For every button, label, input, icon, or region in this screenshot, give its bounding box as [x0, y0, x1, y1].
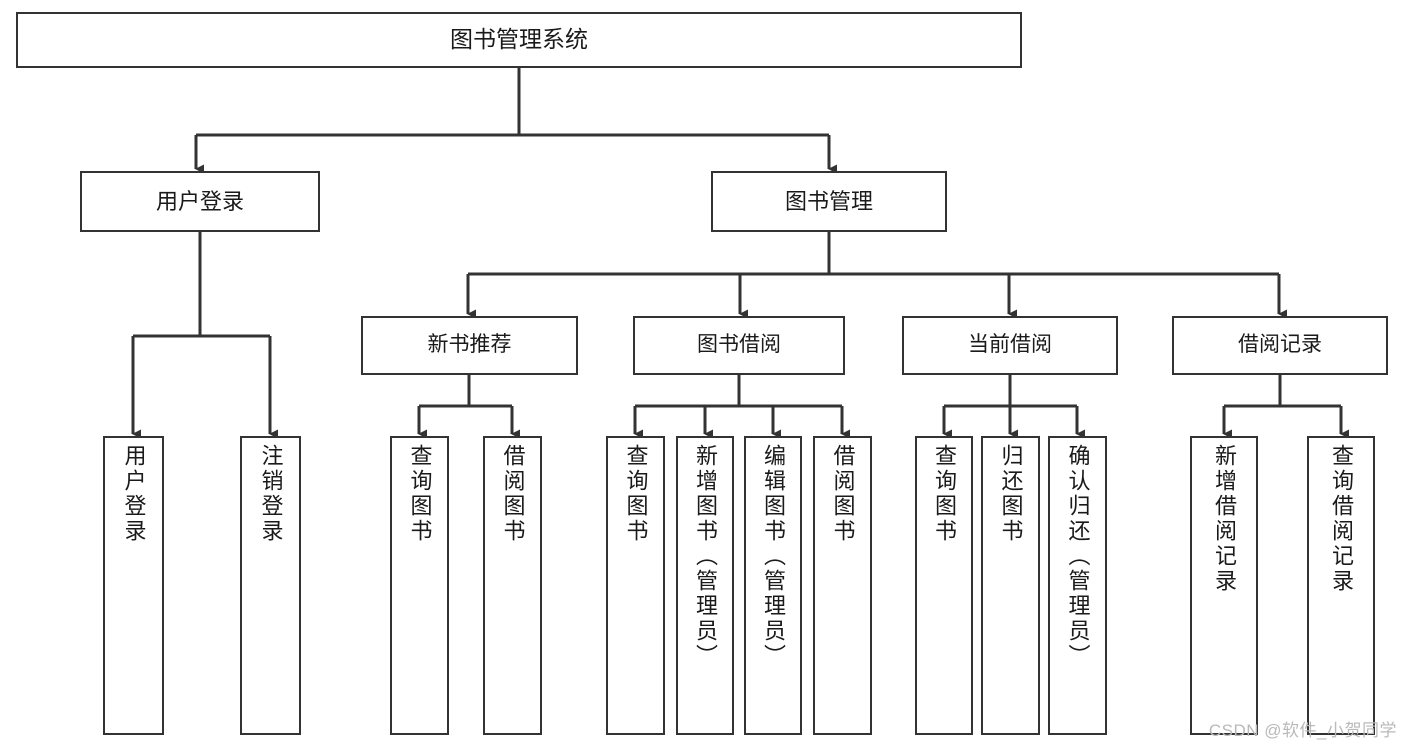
node-label: 查询图书 — [932, 444, 957, 544]
node-label: 确认归还（管理员） — [1065, 444, 1091, 669]
node-leaf-6[interactable]: 编辑图书（管理员） — [744, 436, 802, 735]
node-label: 图书管理系统 — [450, 26, 588, 53]
node-leaf-2[interactable]: 查询图书 — [390, 436, 449, 735]
node-label: 用户登录 — [121, 444, 147, 544]
node-level2-2[interactable]: 当前借阅 — [902, 316, 1118, 375]
node-label: 借阅图书 — [500, 444, 526, 544]
node-level1-0[interactable]: 用户登录 — [80, 171, 320, 232]
node-leaf-5[interactable]: 新增图书（管理员） — [676, 436, 734, 735]
node-leaf-3[interactable]: 借阅图书 — [483, 436, 542, 735]
node-label: 新书推荐 — [427, 333, 512, 357]
node-label: 查询借阅记录 — [1329, 444, 1354, 594]
node-level2-1[interactable]: 图书借阅 — [633, 316, 845, 375]
node-label: 新增图书（管理员） — [693, 444, 718, 669]
node-level1-1[interactable]: 图书管理 — [711, 171, 947, 232]
node-label: 借阅图书 — [830, 444, 856, 544]
node-label: 查询图书 — [407, 444, 433, 544]
node-leaf-0[interactable]: 用户登录 — [103, 436, 164, 735]
node-leaf-8[interactable]: 查询图书 — [915, 436, 973, 735]
node-label: 新增借阅记录 — [1212, 444, 1237, 594]
node-label: 归还图书 — [998, 444, 1024, 544]
node-level2-3[interactable]: 借阅记录 — [1172, 316, 1388, 375]
node-label: 注销登录 — [258, 444, 284, 544]
node-leaf-12[interactable]: 查询借阅记录 — [1307, 436, 1375, 735]
node-label: 查询图书 — [623, 444, 649, 544]
node-leaf-10[interactable]: 确认归还（管理员） — [1048, 436, 1107, 735]
node-root[interactable]: 图书管理系统 — [16, 12, 1022, 68]
node-label: 借阅记录 — [1238, 333, 1322, 357]
node-level2-0[interactable]: 新书推荐 — [361, 316, 578, 375]
node-leaf-4[interactable]: 查询图书 — [606, 436, 665, 735]
node-label: 图书借阅 — [697, 333, 781, 357]
node-leaf-7[interactable]: 借阅图书 — [813, 436, 872, 735]
watermark-label: CSDN @软件_小贺同学 — [1208, 721, 1397, 740]
node-leaf-1[interactable]: 注销登录 — [240, 436, 301, 735]
node-label: 用户登录 — [155, 188, 244, 214]
node-label: 编辑图书（管理员） — [761, 444, 786, 669]
node-leaf-9[interactable]: 归还图书 — [981, 436, 1040, 735]
connector-lines — [131, 68, 1349, 439]
node-leaf-11[interactable]: 新增借阅记录 — [1190, 436, 1258, 735]
node-label: 当前借阅 — [968, 333, 1052, 357]
node-label: 图书管理 — [784, 188, 873, 214]
